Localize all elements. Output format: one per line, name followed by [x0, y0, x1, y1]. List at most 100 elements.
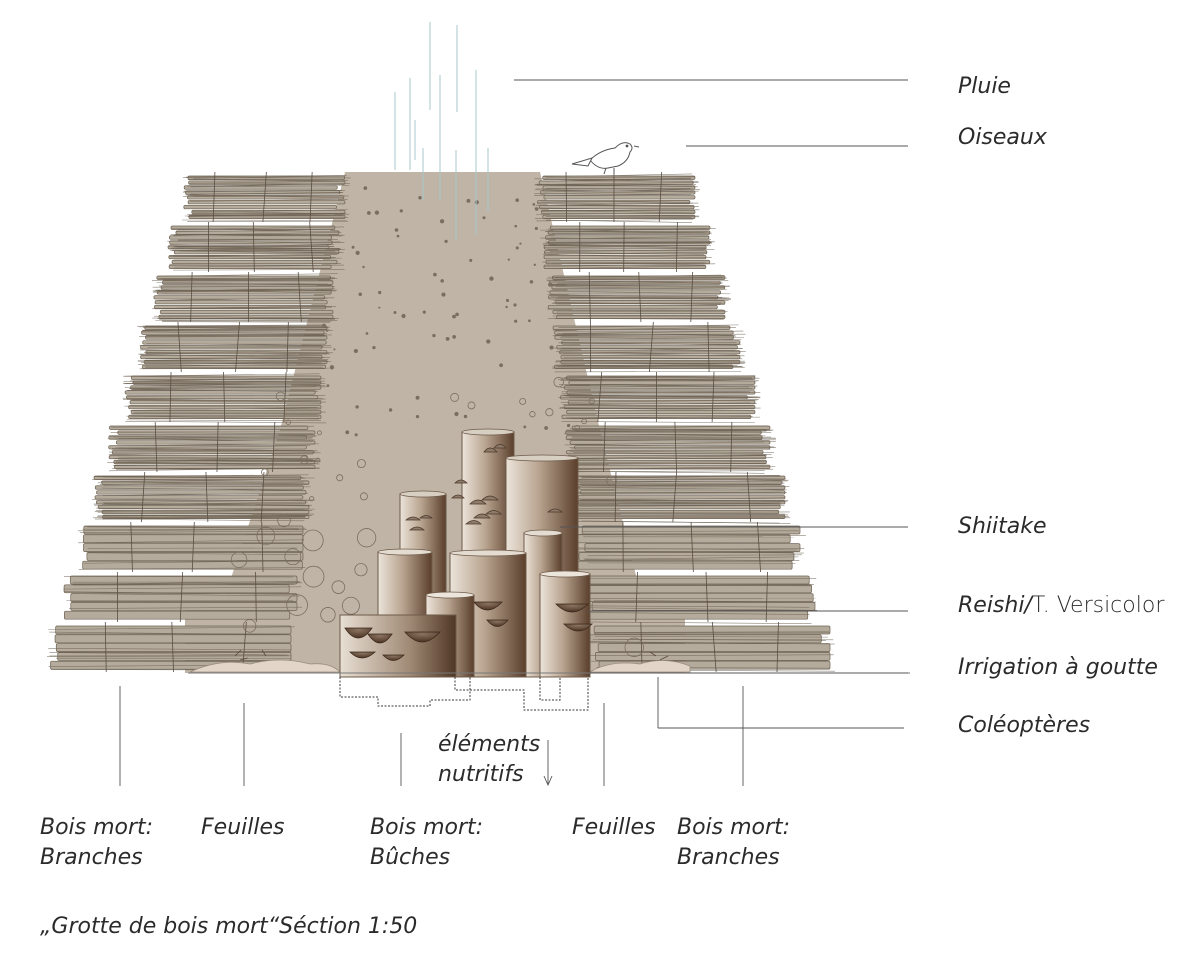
soil-bubble: [357, 528, 377, 548]
twig-stroke: [540, 228, 705, 231]
twig-stroke: [140, 331, 327, 334]
binding-tie: [705, 571, 709, 623]
twig-stroke: [174, 257, 342, 260]
twig-stroke: [139, 349, 333, 354]
twig-stroke: [192, 209, 348, 213]
twig-stroke: [131, 383, 326, 387]
soil-bubble: [320, 607, 336, 623]
soil-grain: [454, 411, 459, 417]
twig-stroke: [98, 516, 305, 519]
soil-grain: [321, 323, 327, 328]
soil-grain: [440, 279, 444, 283]
twig-stroke: [125, 420, 327, 424]
soil-grain: [532, 203, 536, 206]
wood-slat: [115, 440, 316, 445]
soil-bubble: [606, 475, 617, 487]
twig-stroke: [547, 241, 715, 243]
twig-stroke: [534, 207, 696, 211]
soil-grain: [372, 345, 376, 350]
twig-stroke: [153, 288, 336, 292]
twig-stroke: [156, 282, 328, 285]
binding-tie: [603, 421, 606, 473]
twig-stroke: [175, 228, 335, 233]
soil-grain: [514, 319, 518, 323]
soil-grain: [329, 365, 335, 370]
binding-tie: [648, 321, 654, 373]
soil-grain: [365, 332, 369, 335]
leader-lines: [119, 79, 908, 787]
twig-stroke: [577, 550, 804, 554]
wood-slat: [142, 340, 327, 345]
twig-stroke: [126, 419, 321, 421]
binding-tie: [711, 371, 715, 423]
soil-grain: [452, 314, 456, 319]
twig-stroke: [94, 516, 306, 520]
wood-slat: [159, 309, 334, 315]
twig-stroke: [541, 209, 700, 212]
twig-stroke: [111, 425, 315, 428]
rain-lines: [394, 22, 489, 240]
twig-stroke: [556, 359, 739, 362]
soil-bubble: [529, 411, 536, 418]
twig-stroke: [173, 269, 345, 271]
soil-grain: [529, 280, 534, 284]
twig-stroke: [137, 359, 329, 362]
twig-stroke: [97, 474, 309, 477]
twig-stroke: [142, 324, 325, 327]
soil-grain: [374, 210, 380, 215]
soil-bubble: [624, 637, 644, 657]
twig-stroke: [581, 530, 799, 533]
shiitake-caps: [405, 444, 563, 531]
twig-stroke: [190, 182, 343, 185]
twig-stroke: [190, 199, 348, 202]
twig-stroke: [553, 277, 727, 281]
twig-stroke: [561, 336, 745, 338]
twig-stroke: [152, 305, 337, 309]
binding-tie: [177, 321, 182, 373]
twig-stroke: [579, 479, 789, 484]
binding-tie: [272, 421, 276, 473]
label-nutritifs-1: éléments: [438, 732, 541, 757]
twig-stroke: [569, 416, 753, 419]
soil-grain: [548, 282, 553, 287]
soil-grain: [337, 248, 340, 251]
twig-stroke: [548, 254, 712, 258]
soil-grain: [466, 198, 471, 203]
twig-stroke: [144, 352, 329, 354]
wood-slat: [94, 495, 304, 500]
label-shiitake: Shiitake: [958, 514, 1047, 539]
binding-tie: [169, 371, 172, 423]
wood-slat: [577, 495, 786, 500]
soil-grain: [513, 303, 517, 307]
wood-slat: [566, 409, 756, 415]
twig-stroke: [141, 360, 329, 363]
twig-stroke: [558, 351, 746, 353]
twig-stroke: [545, 241, 711, 243]
twig-stroke: [563, 356, 743, 360]
wood-slat: [169, 235, 333, 240]
twig-stroke: [123, 375, 320, 380]
soil-bubble: [354, 563, 368, 577]
twig-stroke: [560, 399, 758, 403]
soil-bubble: [450, 392, 460, 402]
wood-slat: [595, 652, 831, 661]
soil-grain: [455, 312, 459, 317]
twig-stroke: [109, 450, 311, 453]
binding-tie: [179, 571, 184, 623]
label-bois-buches-1: Bois mort:: [370, 815, 484, 840]
twig-stroke: [579, 505, 785, 507]
soil-grain: [533, 263, 536, 266]
twig-stroke: [565, 438, 776, 441]
wood-slat: [584, 575, 810, 585]
binding-tie: [690, 521, 694, 573]
soil-grain: [399, 209, 403, 213]
soil-grain: [418, 196, 422, 200]
twig-stroke: [546, 236, 710, 240]
twig-stroke: [551, 285, 730, 287]
soil-grain: [519, 242, 522, 245]
leaf-litter-left: [189, 659, 341, 673]
twig-stroke: [565, 384, 750, 388]
soil-grain: [353, 348, 358, 354]
twig-stroke: [569, 450, 774, 453]
twig-stroke: [534, 182, 699, 185]
